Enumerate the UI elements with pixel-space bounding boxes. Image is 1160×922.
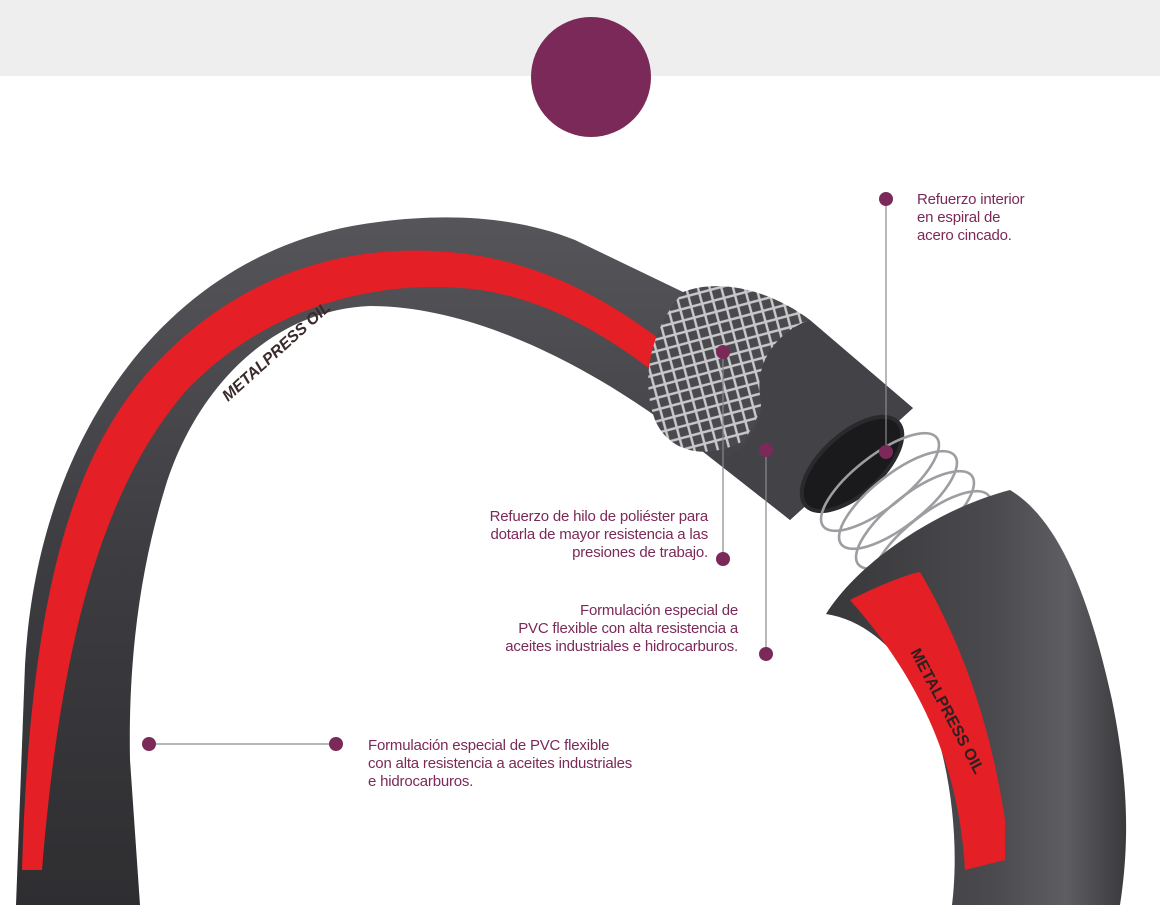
dot-polyester-label: [716, 552, 730, 566]
dot-steel-label: [879, 192, 893, 206]
callout-steel-spiral: Refuerzo interior en espiral de acero ci…: [917, 191, 1117, 245]
callout-pvc-outer: Formulación especial de PVC flexible con…: [368, 737, 748, 791]
callout-pvc-inner: Formulación especial de PVC flexible con…: [380, 602, 738, 656]
dot-polyester-target: [716, 345, 730, 359]
dot-pvc-outer-target: [142, 737, 156, 751]
dot-steel-target: [879, 445, 893, 459]
dot-pvc-inner-label: [759, 647, 773, 661]
dot-pvc-outer-label: [329, 737, 343, 751]
callout-polyester-thread: Refuerzo de hilo de poliéster para dotar…: [380, 508, 708, 562]
dot-pvc-inner-target: [759, 443, 773, 457]
